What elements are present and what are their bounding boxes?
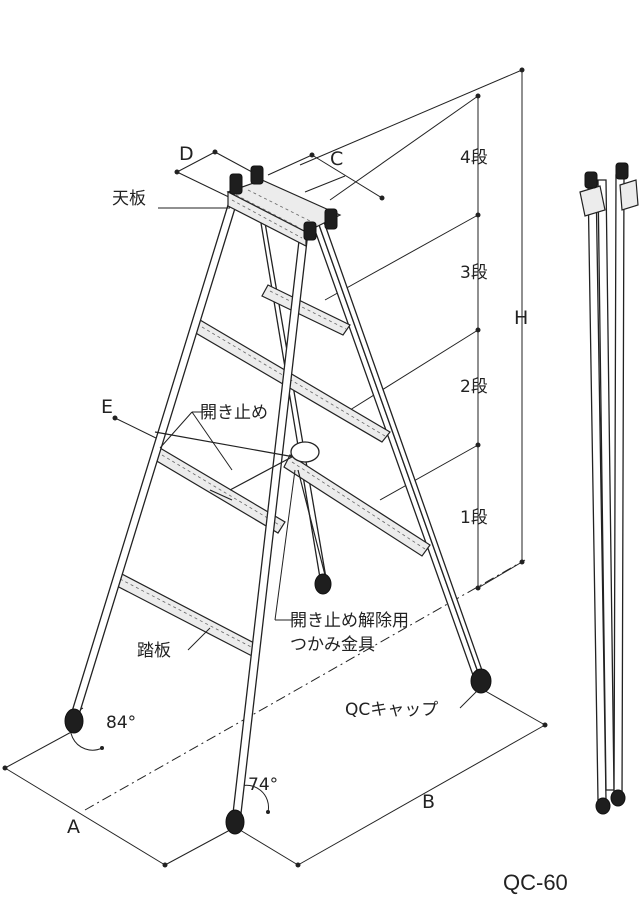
foot-cap-front-right: [225, 809, 245, 835]
label-spreader: 開き止め: [200, 403, 268, 423]
label-step-2: 2段: [460, 377, 488, 397]
label-dim-a: A: [67, 816, 80, 838]
spreader: [154, 431, 326, 576]
leader-lines: [158, 207, 479, 709]
label-dim-h: H: [514, 307, 528, 329]
foot-cap-front-left: [64, 708, 84, 734]
treads: [112, 284, 431, 657]
top-cap-right: [324, 208, 338, 230]
label-dim-d: D: [179, 143, 194, 165]
rear-legs: [257, 204, 485, 679]
label-spreader-release-1: 開き止め解除用: [290, 611, 409, 631]
text-labels: 天板 4段 3段 2段 1段 H C D E A B 開き止め 開き止め解除用 …: [67, 143, 568, 895]
label-step-1: 1段: [460, 508, 488, 528]
foot-cap-rear-left: [314, 573, 332, 595]
label-cap: QCキャップ: [345, 700, 438, 720]
folded-ladder: [579, 162, 639, 815]
label-angle-side: 74°: [248, 775, 278, 795]
top-cap-left: [229, 173, 243, 195]
label-angle-front: 84°: [106, 713, 136, 733]
top-plate: [226, 179, 342, 247]
label-step-4: 4段: [460, 148, 488, 168]
label-step-3: 3段: [460, 263, 488, 283]
top-cap-front: [303, 221, 317, 241]
label-spreader-release-2: つかみ金具: [290, 635, 375, 655]
label-top-plate: 天板: [112, 189, 146, 209]
dimension-lines: [2, 67, 548, 868]
label-tread: 踏板: [137, 641, 171, 661]
label-dim-c: C: [330, 148, 343, 170]
label-dim-e: E: [101, 396, 113, 418]
label-model: QC-60: [503, 870, 568, 895]
top-cap-back: [250, 165, 264, 185]
caps: [64, 165, 492, 835]
label-dim-b: B: [422, 791, 435, 813]
foot-cap-rear-right: [470, 668, 492, 694]
